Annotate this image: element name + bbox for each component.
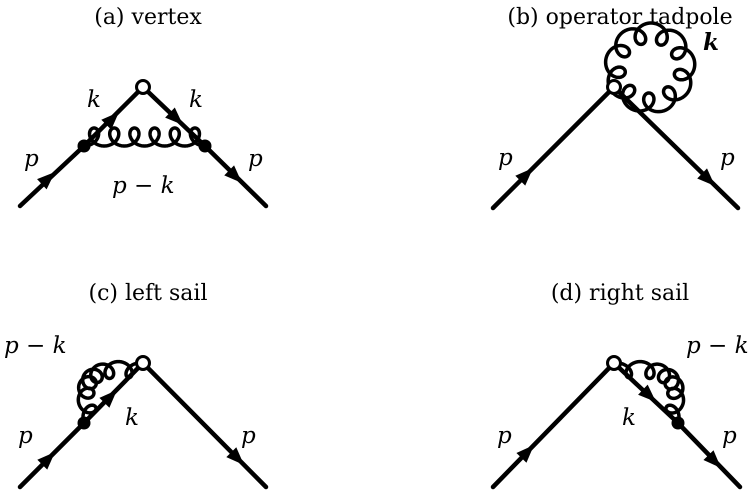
label-p-out: p bbox=[248, 146, 263, 172]
label-k: k bbox=[622, 405, 636, 431]
diagram-vertex: (a) vertex p p k k p − k bbox=[17, 5, 269, 209]
gluon-line-left-sail bbox=[76, 359, 144, 425]
arrow-in bbox=[516, 445, 534, 463]
arrow-k bbox=[99, 390, 117, 408]
label-p-in: p bbox=[18, 423, 33, 449]
arrow-out bbox=[697, 168, 715, 186]
gluon-line-vertex bbox=[83, 126, 206, 148]
arrow-in bbox=[37, 452, 55, 470]
fermion-line-out bbox=[611, 84, 741, 211]
label-p-out: p bbox=[720, 145, 735, 171]
operator-vertex bbox=[135, 79, 151, 95]
vertex-dot-left bbox=[77, 139, 91, 153]
arrow-in bbox=[37, 172, 55, 190]
caption-left-sail: (c) left sail bbox=[89, 281, 208, 306]
diagram-left-sail: (c) left sail p p k p − k bbox=[4, 281, 269, 490]
label-k: k bbox=[125, 405, 139, 431]
label-loop-momentum: p − k bbox=[112, 173, 175, 199]
operator-vertex bbox=[135, 355, 151, 371]
arrow-out bbox=[226, 447, 244, 465]
label-gluon-momentum: p − k bbox=[4, 333, 67, 359]
operator-vertex bbox=[606, 79, 622, 95]
label-k-right: k bbox=[189, 87, 203, 113]
label-p-in: p bbox=[497, 423, 512, 449]
label-loop-momentum: k bbox=[703, 29, 719, 56]
arrow-out bbox=[224, 165, 242, 183]
diagram-operator-tadpole: (b) operator tadpole p p k bbox=[490, 5, 741, 211]
fermion-line-in bbox=[490, 84, 617, 211]
vertex-dot-right bbox=[198, 139, 212, 153]
diagram-right-sail: (d) right sail p p k p − k bbox=[490, 281, 749, 490]
fermion-line-in bbox=[490, 360, 617, 490]
arrow-k-left bbox=[101, 112, 119, 130]
label-k-left: k bbox=[87, 87, 101, 113]
vertex-dot bbox=[671, 416, 685, 430]
label-p-out: p bbox=[241, 423, 256, 449]
fermion-line-out bbox=[140, 360, 269, 490]
arrow-out bbox=[703, 450, 721, 468]
operator-vertex bbox=[606, 355, 622, 371]
arrow-in bbox=[515, 168, 533, 186]
gluon-line-right-sail bbox=[613, 359, 686, 425]
caption-operator-tadpole: (b) operator tadpole bbox=[507, 5, 732, 30]
gluon-loop-tadpole bbox=[603, 21, 697, 114]
label-p-in: p bbox=[24, 146, 39, 172]
label-gluon-momentum: p − k bbox=[686, 333, 749, 359]
arrow-k-right bbox=[165, 107, 183, 125]
label-p-in: p bbox=[498, 145, 513, 171]
caption-right-sail: (d) right sail bbox=[551, 281, 689, 306]
label-p-out: p bbox=[722, 423, 737, 449]
vertex-dot bbox=[77, 416, 91, 430]
caption-vertex: (a) vertex bbox=[94, 5, 202, 30]
arrow-k bbox=[638, 384, 656, 402]
